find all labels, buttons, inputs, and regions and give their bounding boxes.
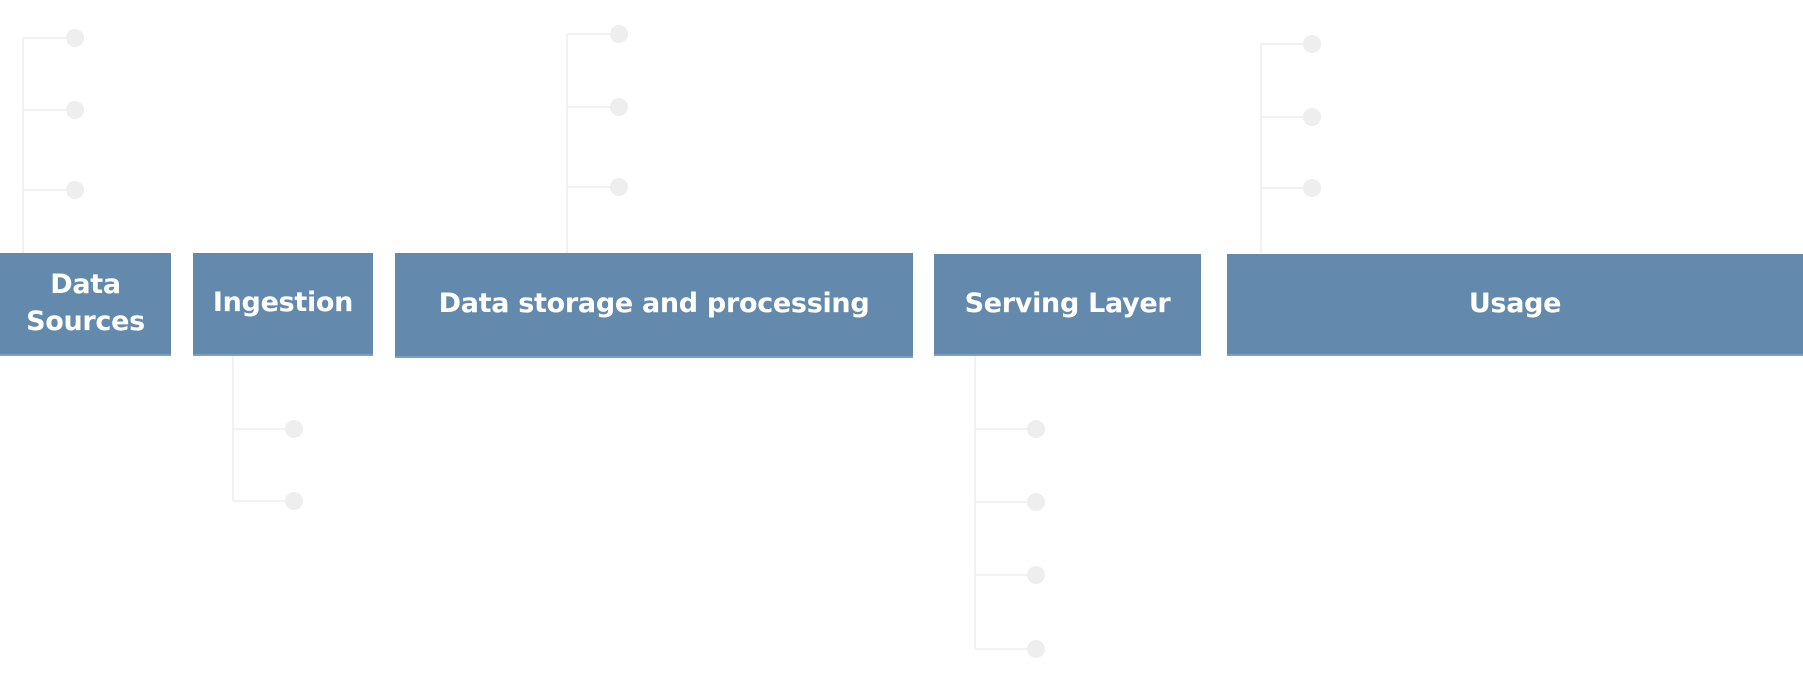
data-sources-label-line1: Data <box>50 269 121 301</box>
ingestion-connectors <box>232 356 303 510</box>
ingestion-box: Ingestion <box>193 253 373 356</box>
data-storage-box: Data storage and processing <box>395 253 913 358</box>
ingestion-label: Ingestion <box>212 287 354 319</box>
usage-connectors <box>1260 35 1321 253</box>
data-sources-placeholder-dot <box>66 29 84 47</box>
data-storage-connectors <box>566 25 628 253</box>
usage-label: Usage <box>1468 287 1562 319</box>
data-storage-placeholder-dot <box>610 25 628 43</box>
serving-layer-connectors <box>974 356 1045 658</box>
serving-layer-box: Serving Layer <box>934 254 1201 356</box>
serving-layer-placeholder-dot <box>1027 420 1045 438</box>
serving-layer-label: Serving Layer <box>964 287 1171 319</box>
ingestion-placeholder-dot <box>285 492 303 510</box>
data-sources-label-line2: Sources <box>26 305 145 337</box>
serving-layer-placeholder-dot <box>1027 493 1045 511</box>
data-sources-connectors <box>22 29 84 253</box>
ingestion-placeholder-dot <box>285 420 303 438</box>
serving-layer-placeholder-dot <box>1027 640 1045 658</box>
usage-box: Usage <box>1227 254 1803 356</box>
data-storage-label: Data storage and processing <box>438 288 870 320</box>
serving-layer-placeholder-dot <box>1027 566 1045 584</box>
data-sources-placeholder-dot <box>66 181 84 199</box>
data-sources-placeholder-dot <box>66 101 84 119</box>
data-storage-placeholder-dot <box>610 98 628 116</box>
data-sources-label: Data Sources <box>26 267 145 340</box>
data-storage-placeholder-dot <box>610 178 628 196</box>
usage-placeholder-dot <box>1303 179 1321 197</box>
usage-placeholder-dot <box>1303 108 1321 126</box>
data-sources-box: Data Sources <box>0 253 171 356</box>
usage-placeholder-dot <box>1303 35 1321 53</box>
